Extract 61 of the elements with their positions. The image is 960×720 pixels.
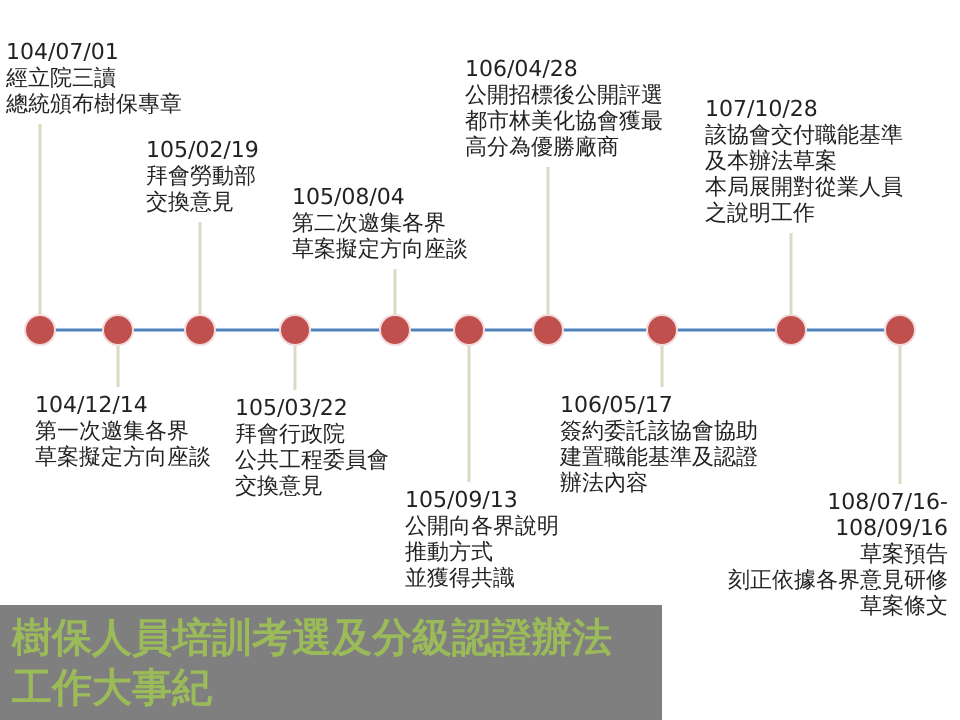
leader-line bbox=[198, 222, 202, 315]
date-label: 105/02/19 bbox=[146, 138, 259, 164]
timeline-dot bbox=[775, 314, 807, 346]
leader-line bbox=[394, 269, 396, 315]
date-label: 104/07/01 bbox=[6, 40, 119, 66]
event-description: 經立院三讀 bbox=[6, 66, 116, 92]
event-description: 並獲得共識 bbox=[405, 566, 515, 592]
event-description: 拜會行政院 bbox=[235, 422, 345, 448]
date-label: 104/12/14 bbox=[35, 393, 148, 419]
date-label: 106/05/17 bbox=[560, 393, 673, 419]
event-description: 推動方式 bbox=[405, 540, 493, 566]
timeline-line bbox=[484, 328, 533, 332]
event-description: 草案擬定方向座談 bbox=[292, 237, 468, 263]
event-description: 草案擬定方向座談 bbox=[35, 445, 211, 471]
leader-line bbox=[116, 345, 120, 387]
timeline-line bbox=[806, 328, 885, 332]
leader-line bbox=[898, 345, 902, 484]
date-label: 108/07/16-108/09/16 bbox=[826, 490, 948, 542]
timeline-dot bbox=[646, 314, 678, 346]
timeline-line bbox=[133, 328, 185, 332]
leader-line bbox=[790, 233, 792, 315]
event-description: 刻正依據各界意見研修 bbox=[728, 568, 948, 594]
timeline-line bbox=[310, 328, 380, 332]
event-description: 第二次邀集各界 bbox=[292, 211, 446, 237]
date-label: 106/04/28 bbox=[465, 57, 578, 83]
date-label: 105/08/04 bbox=[292, 185, 405, 211]
event-description: 公開向各界說明 bbox=[405, 514, 559, 540]
leader-line bbox=[546, 167, 550, 315]
event-description: 草案條文 bbox=[860, 594, 948, 620]
event-description: 公共工程委員會 bbox=[235, 448, 389, 474]
timeline-dot bbox=[184, 314, 216, 346]
timeline-dot bbox=[884, 314, 916, 346]
leader-line bbox=[468, 345, 470, 482]
timeline-dot bbox=[379, 314, 411, 346]
event-description: 該協會交付職能基準及本辦法草案 bbox=[705, 123, 904, 175]
event-description: 交換意見 bbox=[235, 474, 323, 500]
timeline-line bbox=[215, 328, 280, 332]
date-label: 107/10/28 bbox=[705, 97, 818, 123]
timeline-dot bbox=[532, 314, 564, 346]
event-description: 交換意見 bbox=[146, 190, 234, 216]
timeline-dot bbox=[102, 314, 134, 346]
leader-line bbox=[38, 124, 42, 315]
event-description: 第一次邀集各界 bbox=[35, 419, 189, 445]
date-label: 105/03/22 bbox=[235, 396, 348, 422]
event-description: 公開招標後公開評選都市林美化協會獲最高分為優勝廠商 bbox=[465, 83, 664, 161]
leader-line bbox=[294, 345, 296, 390]
timeline-line bbox=[55, 328, 103, 332]
timeline-dot bbox=[24, 314, 56, 346]
event-description: 拜會勞動部 bbox=[146, 164, 256, 190]
date-label: 105/09/13 bbox=[405, 488, 518, 514]
title: 樹保人員培訓考選及分級認證辦法工作大事紀 bbox=[12, 614, 613, 713]
event-description: 簽約委託該協會協助建置職能基準及認證辦法內容 bbox=[560, 419, 759, 497]
timeline-line bbox=[563, 328, 647, 332]
event-description: 本局展開對從業人員之說明工作 bbox=[705, 175, 904, 227]
timeline-line bbox=[410, 328, 454, 332]
timeline-dot bbox=[453, 314, 485, 346]
event-description: 總統頒布樹保專章 bbox=[6, 92, 182, 118]
timeline-line bbox=[677, 328, 776, 332]
event-description: 草案預告 bbox=[860, 542, 948, 568]
leader-line bbox=[660, 345, 664, 387]
timeline-dot bbox=[279, 314, 311, 346]
